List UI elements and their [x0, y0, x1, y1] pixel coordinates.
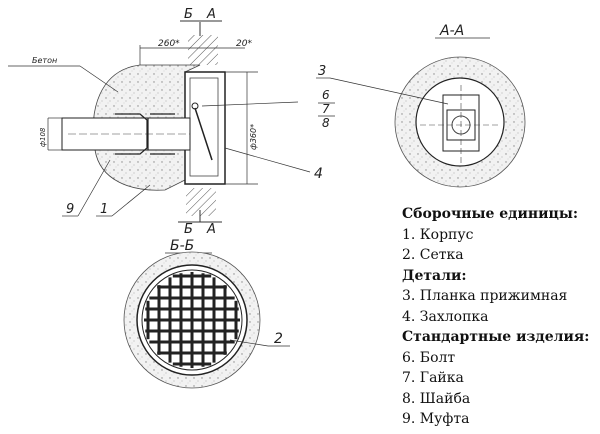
concrete-label: Бетон: [32, 56, 57, 65]
wall-hatch-bottom: [186, 188, 216, 216]
assembly-heading: Сборочные единицы:: [402, 206, 579, 222]
view-a-a-title: А-А: [439, 23, 464, 39]
standard-heading: Стандартные изделия:: [402, 329, 590, 345]
section-b-label-top: Б: [184, 7, 193, 22]
view-b-b-title: Б-Б: [170, 238, 194, 254]
legend-item: 7. Гайка: [402, 370, 464, 386]
legend-item: 3. Планка прижимная: [402, 288, 568, 304]
dia-108: ф108: [39, 127, 47, 147]
wall-hatch-top: [188, 35, 218, 65]
callout-4: 4: [314, 166, 323, 182]
callout-2: 2: [274, 331, 283, 347]
dia-360: ф360*: [249, 124, 258, 150]
view-a-a: А-А 3: [316, 23, 526, 188]
parts-legend: Сборочные единицы: 1. Корпус 2. Сетка Де…: [402, 204, 589, 430]
side-section-view: Б А Б А 260* 20* Бетон ф108 ф360* 4 9 1 …: [8, 7, 335, 237]
coupling: [115, 113, 175, 155]
flap: [194, 107, 213, 161]
callout-6: 6: [322, 88, 330, 102]
callout-3: 3: [318, 64, 326, 79]
callout-1: 1: [100, 202, 108, 217]
legend-item: 2. Сетка: [402, 247, 464, 263]
legend-item: 4. Захлопка: [402, 308, 489, 325]
section-b-label-bottom: Б: [184, 222, 193, 237]
callout-9: 9: [66, 202, 74, 217]
housing-box: [184, 71, 226, 185]
view-b-b: Б-Б 2: [123, 238, 290, 389]
dim-20: 20*: [236, 39, 252, 49]
legend-item: 8. Шайба: [402, 390, 471, 407]
legend-item: 1. Корпус: [402, 226, 474, 243]
parts-heading: Детали:: [402, 267, 467, 284]
mesh-grid: [144, 272, 240, 368]
dim-260: 260*: [158, 39, 180, 49]
legend-item: 9. Муфта: [402, 411, 470, 427]
section-a-label-bottom: А: [206, 222, 216, 237]
callout-7: 7: [322, 102, 330, 116]
section-a-label-top: А: [206, 7, 216, 22]
callout-8: 8: [322, 116, 330, 130]
legend-item: 6. Болт: [402, 349, 456, 366]
